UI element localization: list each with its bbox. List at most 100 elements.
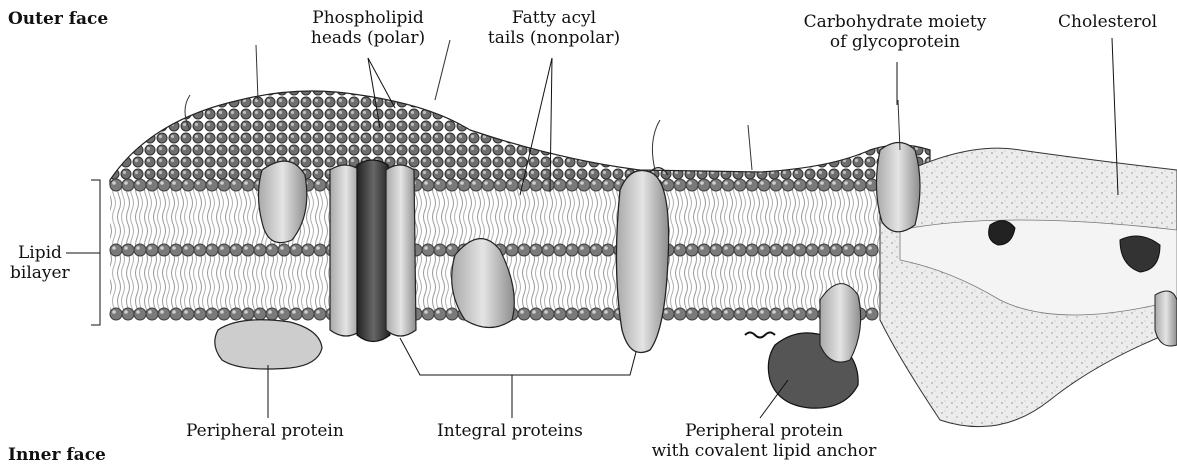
midline-head <box>182 244 194 256</box>
midline-head <box>266 244 278 256</box>
outer-head <box>710 179 722 191</box>
outer-head <box>218 179 230 191</box>
inner-head <box>578 308 590 320</box>
outer-head <box>146 179 158 191</box>
inner-head <box>530 308 542 320</box>
outer-head-highlight <box>496 181 500 185</box>
inner-head-highlight <box>736 310 740 314</box>
midline-head-highlight <box>292 246 296 250</box>
midline-head <box>122 244 134 256</box>
outer-head <box>782 179 794 191</box>
glycoprotein <box>876 143 920 232</box>
midline-head-highlight <box>856 246 860 250</box>
outer-head <box>458 179 470 191</box>
midline-head <box>230 244 242 256</box>
midline-head <box>602 244 614 256</box>
inner-head <box>722 308 734 320</box>
outer-head <box>794 179 806 191</box>
outer-head <box>194 179 206 191</box>
outer-head <box>830 179 842 191</box>
inner-head-highlight <box>772 310 776 314</box>
midline-head-highlight <box>172 246 176 250</box>
inner-head <box>746 308 758 320</box>
midline-head <box>554 244 566 256</box>
midline-head <box>710 244 722 256</box>
inner-head-highlight <box>184 310 188 314</box>
outer-head <box>806 179 818 191</box>
midline-head <box>686 244 698 256</box>
inner-head <box>806 308 818 320</box>
midline-head-highlight <box>784 246 788 250</box>
midline-head-highlight <box>436 246 440 250</box>
outer-head <box>770 179 782 191</box>
inner-head <box>758 308 770 320</box>
outer-head-highlight <box>688 181 692 185</box>
phospholipid-heads-line1: Phospholipid <box>306 8 430 28</box>
inner-head <box>146 308 158 320</box>
midline-head <box>590 244 602 256</box>
outer-head <box>158 179 170 191</box>
inner-head-highlight <box>244 310 248 314</box>
outer-head-highlight <box>616 181 620 185</box>
midline-head-highlight <box>136 246 140 250</box>
lipid-bilayer-line1: Lipid <box>10 243 70 263</box>
midline-head <box>434 244 446 256</box>
outer-head <box>134 179 146 191</box>
midline-head <box>806 244 818 256</box>
outer-head <box>590 179 602 191</box>
outer-head <box>506 179 518 191</box>
inner-head <box>158 308 170 320</box>
midline-head-highlight <box>112 246 116 250</box>
midline-head-highlight <box>160 246 164 250</box>
outer-head-highlight <box>664 181 668 185</box>
inner-head <box>218 308 230 320</box>
inner-head <box>542 308 554 320</box>
midline-head <box>290 244 302 256</box>
midline-head <box>698 244 710 256</box>
inner-head-highlight <box>664 310 668 314</box>
inner-head <box>794 308 806 320</box>
inner-head <box>566 308 578 320</box>
midline-head-highlight <box>304 246 308 250</box>
outer-head-highlight <box>856 181 860 185</box>
midline-head-highlight <box>544 246 548 250</box>
midline-head-highlight <box>256 246 260 250</box>
midline-head-highlight <box>268 246 272 250</box>
outer-head <box>854 179 866 191</box>
midline-head-highlight <box>604 246 608 250</box>
inner-head-highlight <box>232 310 236 314</box>
outer-head-highlight <box>580 181 584 185</box>
midline-head <box>518 244 530 256</box>
peripheral-lipid-anchor-label: Peripheral protein with covalent lipid a… <box>636 421 892 461</box>
inner-head-highlight <box>448 310 452 314</box>
carbohydrate-line2: of glycoprotein <box>790 32 1000 52</box>
inner-head <box>710 308 722 320</box>
lipid-bilayer-label: Lipid bilayer <box>10 243 70 283</box>
outer-head <box>554 179 566 191</box>
outer-head-highlight <box>868 181 872 185</box>
peripheral-lipid-anchor-line1: Peripheral protein <box>636 421 892 441</box>
fatty-acyl-line2: tails (nonpolar) <box>484 28 624 48</box>
outer-head <box>530 179 542 191</box>
outer-head-highlight <box>148 181 152 185</box>
outer-head-highlight <box>208 181 212 185</box>
outer-head-highlight <box>604 181 608 185</box>
midline-head <box>254 244 266 256</box>
outer-head <box>494 179 506 191</box>
midline-head <box>302 244 314 256</box>
inner-head <box>242 308 254 320</box>
outer-head-highlight <box>160 181 164 185</box>
outer-head <box>542 179 554 191</box>
inner-head <box>734 308 746 320</box>
inner-head <box>770 308 782 320</box>
inner-head-highlight <box>136 310 140 314</box>
outer-head <box>746 179 758 191</box>
midline-head <box>854 244 866 256</box>
midline-head <box>794 244 806 256</box>
outer-head-highlight <box>844 181 848 185</box>
outer-head-highlight <box>592 181 596 185</box>
outer-head <box>518 179 530 191</box>
inner-head-highlight <box>268 310 272 314</box>
outer-head <box>818 179 830 191</box>
